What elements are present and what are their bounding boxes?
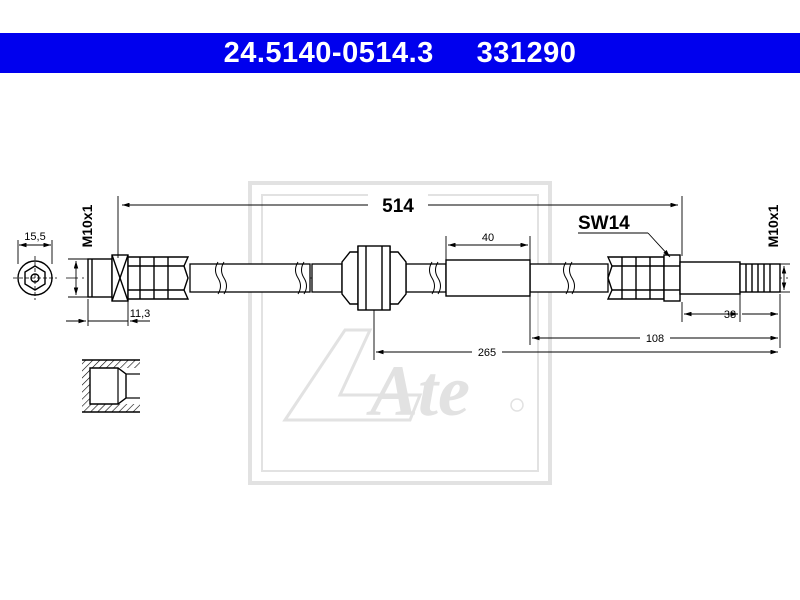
part-number: 24.5140-0514.3 [223,37,434,69]
fitting-offset-label: 11,3 [130,308,151,320]
right-hex [663,254,681,302]
left-fitting [87,254,190,302]
wrench-size-label: SW14 [578,213,630,234]
total-length-label: 514 [382,196,414,217]
watermark-frame [248,181,552,485]
center-to-end-label: 265 [478,347,496,359]
header-title: 24.5140-0514.3 331290 [0,33,800,73]
watermark-logo-text: Ate [366,351,470,431]
right-fitting [606,254,781,302]
watermark-logo-shape [282,328,423,422]
detail-section [82,359,140,413]
thread-left-label: M10x1 [79,204,95,247]
center-to-end-bg [472,344,502,358]
watermark-registered-icon [510,398,524,412]
header-bar: 24.5140-0514.3 331290 [0,33,800,73]
reference-number: 331290 [476,37,577,69]
break-marks [215,261,575,295]
thread-length-label: 33 [724,309,736,321]
total-length-bg [368,193,428,215]
hose-body [189,263,609,293]
hose-segment-1 [189,263,311,293]
protection-sleeve [445,259,531,297]
left-end-view [13,256,57,300]
sleeve-to-end-bg [640,330,670,344]
thread-right-label: M10x1 [765,204,781,247]
center-bracket [341,245,407,311]
fitting-width-label: 15,5 [24,231,45,243]
hose-segment-4 [529,263,609,293]
sleeve-to-end-label: 108 [646,333,664,345]
right-tube [679,261,741,295]
sleeve-length-label: 40 [482,232,494,244]
hose-segment-2 [311,263,343,293]
left-crimp [127,256,190,300]
ate-watermark: Ate [248,181,552,485]
